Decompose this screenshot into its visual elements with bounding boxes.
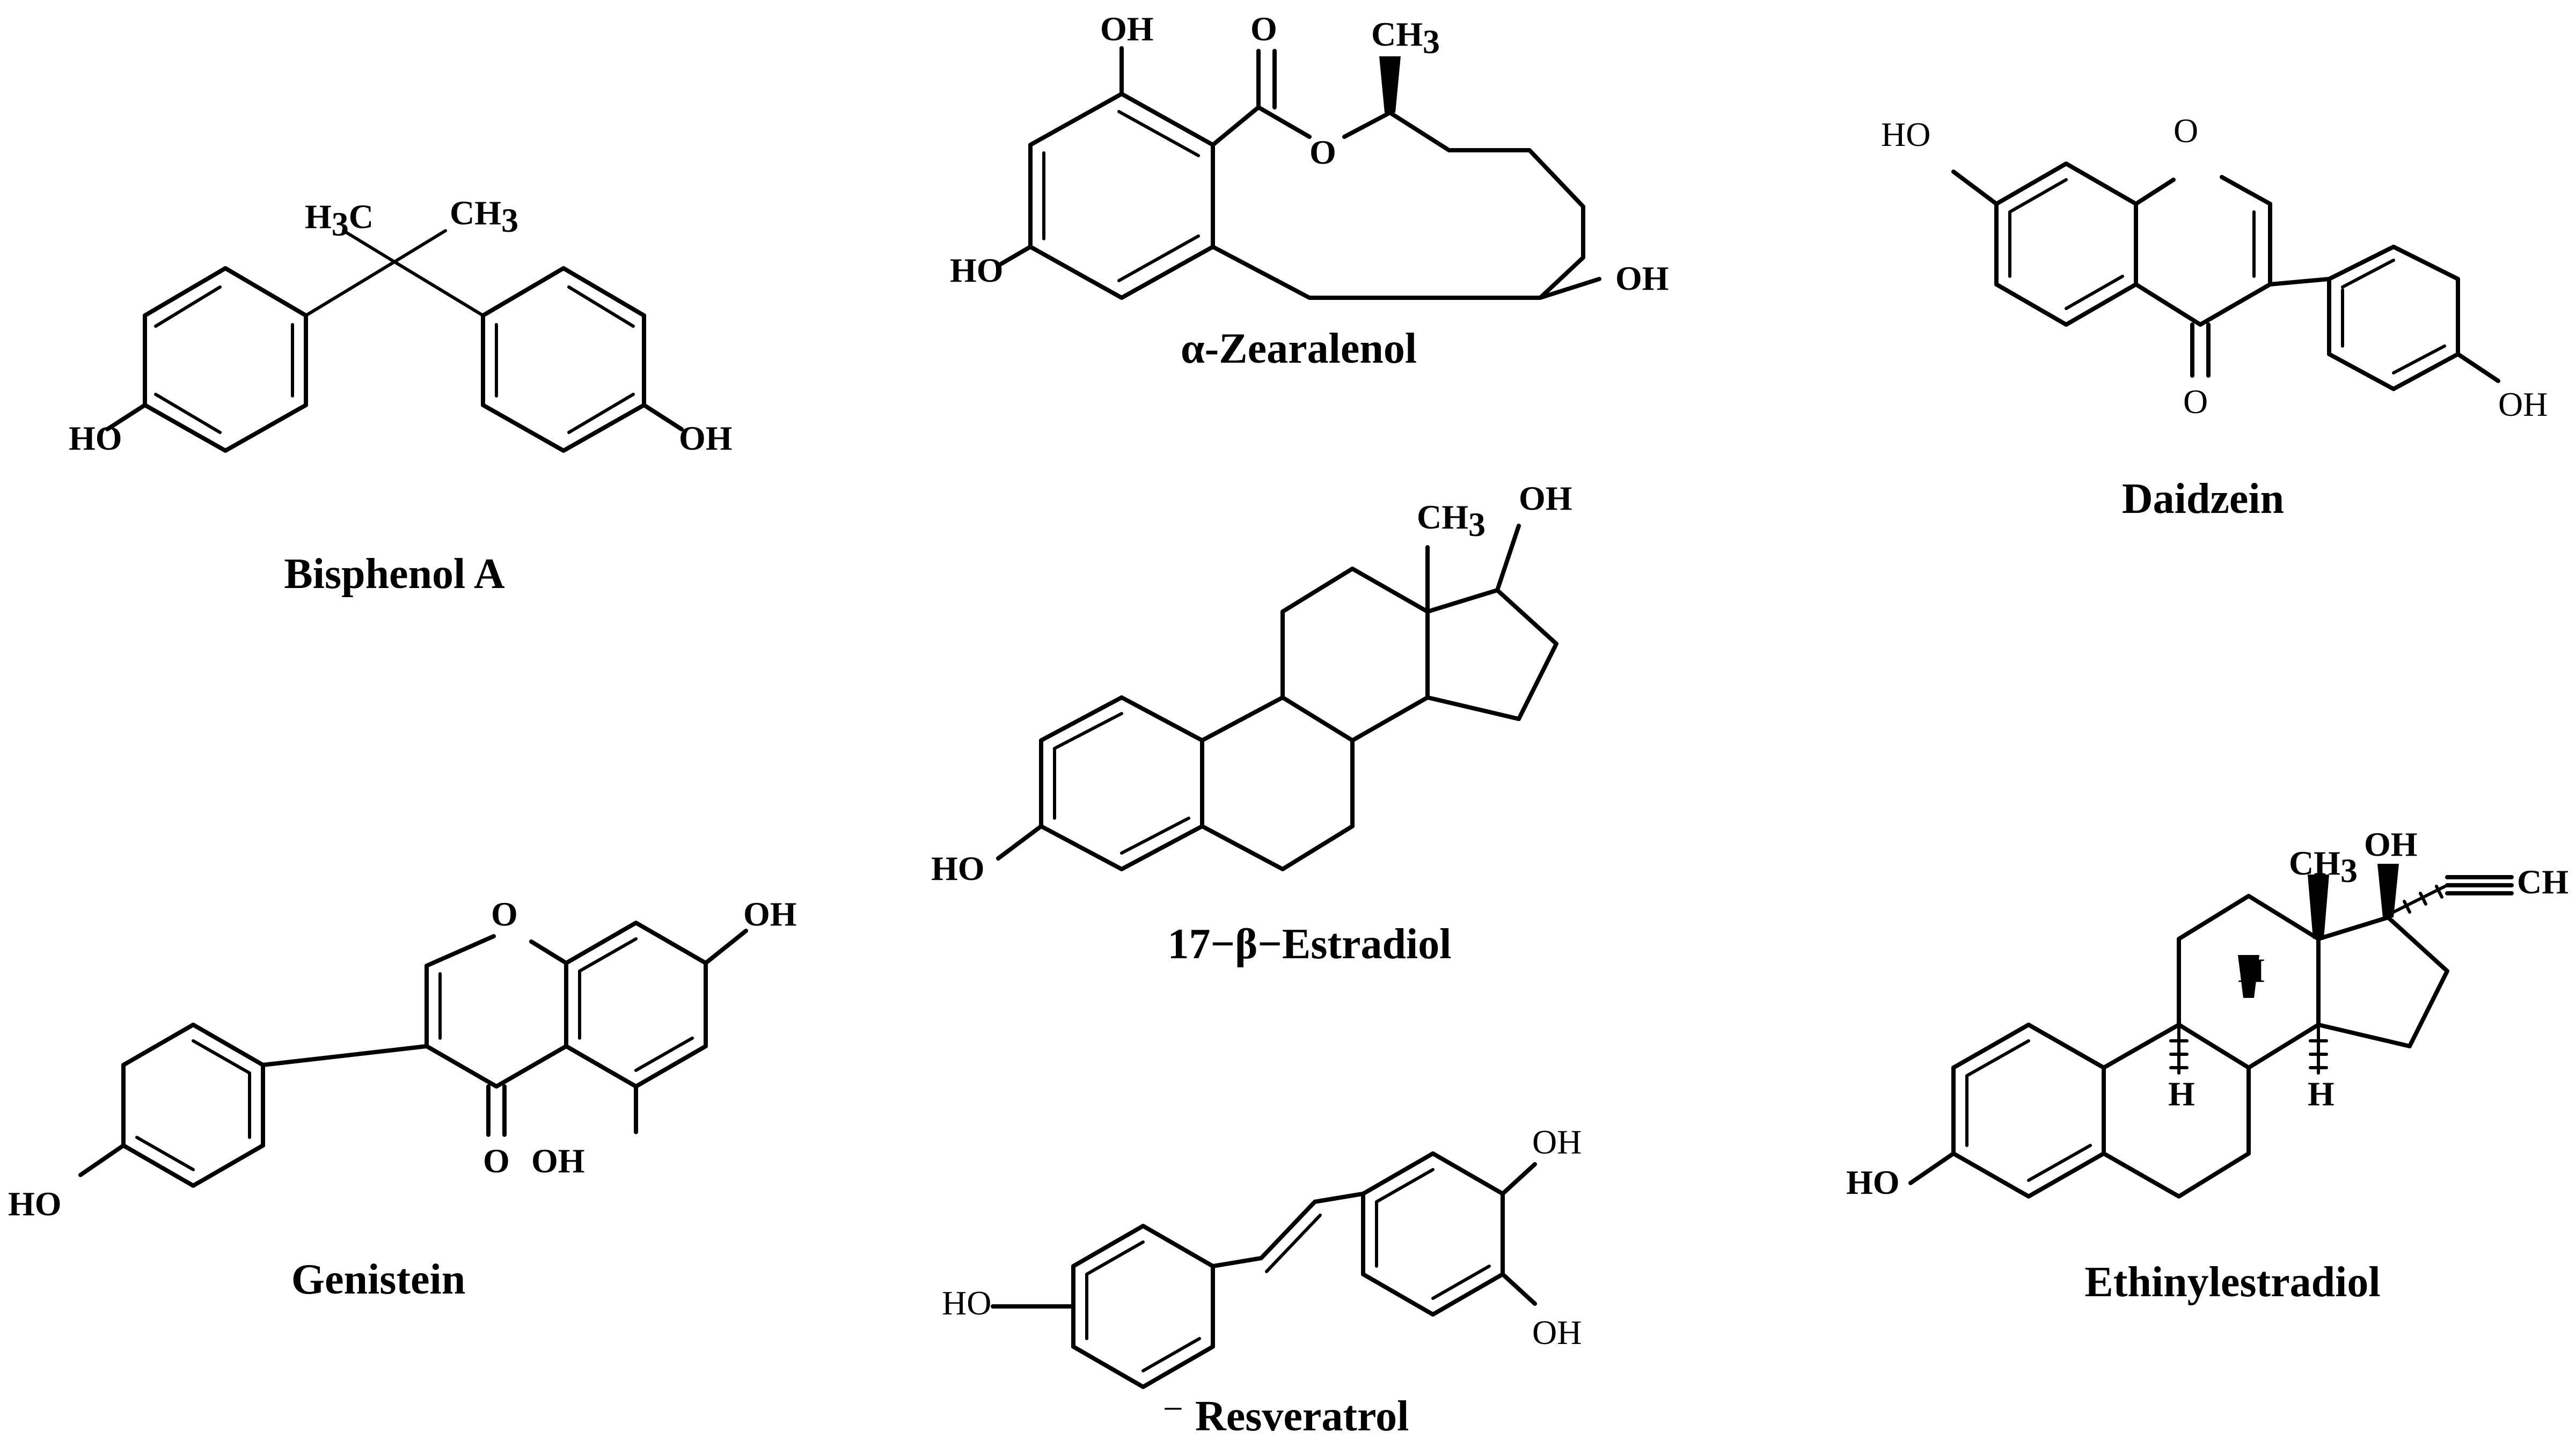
alpha-zearalenol-structure: OH HO O O CH3 OH [950, 10, 1669, 300]
daidzein-ring-o-label: O [2174, 112, 2198, 150]
resveratrol-name: Resveratrol [1195, 1393, 1409, 1440]
ee2-ch3-label: CH3 [2289, 844, 2358, 890]
zea-ho-label: HO [950, 251, 1004, 289]
caption-resveratrol: ⁻ Resveratrol [1162, 1395, 1409, 1438]
bpa-h3c-label: H3C [305, 197, 374, 243]
caption-bisphenol-a: Bisphenol A [284, 550, 505, 598]
estradiol-ho-label: HO [931, 849, 985, 887]
genistein-oh-bottom-label: OH [531, 1142, 585, 1180]
caption-daidzein: Daidzein [2121, 475, 2285, 523]
ee2-oh-label: OH [2364, 825, 2418, 863]
genistein-oh-top-label: OH [743, 895, 797, 933]
resveratrol-oh-top-label: OH [1532, 1123, 1582, 1161]
estradiol-oh-label: OH [1519, 479, 1572, 517]
ee2-h-top-label: H [2238, 951, 2265, 989]
daidzein-structure: O O HO OH [1881, 112, 2548, 423]
genistein-carbonyl-o-label: O [483, 1142, 510, 1180]
genistein-ring-o-label: O [491, 895, 518, 933]
daidzein-ho-label: HO [1881, 115, 1930, 153]
resveratrol-structure: HO OH OH [942, 1123, 1582, 1389]
estradiol-ch3-label: CH3 [1417, 498, 1485, 543]
bpa-oh-label: OH [679, 419, 733, 457]
resveratrol-oh-bottom-label: OH [1532, 1313, 1582, 1351]
daidzein-carbonyl-o-label: O [2183, 383, 2208, 421]
zea-oh-ring-label: OH [1615, 259, 1669, 297]
zea-oh-top-label: OH [1100, 10, 1154, 48]
ethinylestradiol-structure: CH CH3 OH H H H HO [1846, 825, 2568, 1201]
daidzein-oh-label: OH [2498, 385, 2548, 423]
genistein-ho-label: HO [8, 1185, 62, 1223]
ee2-h-left-label: H [2168, 1075, 2195, 1113]
ee2-ch-label: CH [2517, 863, 2568, 901]
caption-ethinylestradiol: Ethinylestradiol [2084, 1259, 2381, 1306]
caption-estradiol: 17−β−Estradiol [1167, 921, 1452, 968]
estradiol-structure: CH3 OH HO [931, 479, 1572, 887]
ee2-ho-label: HO [1846, 1163, 1900, 1201]
ee2-h-right-label: H [2308, 1075, 2334, 1113]
genistein-structure: O O OH OH HO [8, 895, 797, 1223]
bisphenol-a-structure: H3C CH3 HO OH [69, 194, 733, 457]
caption-alpha-zearalenol: α-Zearalenol [1180, 325, 1417, 372]
zea-ester-o-label: O [1309, 133, 1336, 171]
resveratrol-mark: ⁻ [1161, 1393, 1184, 1440]
bpa-ch3-label: CH3 [450, 194, 518, 239]
zea-carbonyl-o-label: O [1250, 10, 1277, 48]
caption-genistein: Genistein [291, 1256, 466, 1303]
zea-ch3-label: CH3 [1371, 15, 1440, 61]
resveratrol-ho-label: HO [942, 1284, 991, 1322]
bpa-ho-label: HO [69, 419, 122, 457]
